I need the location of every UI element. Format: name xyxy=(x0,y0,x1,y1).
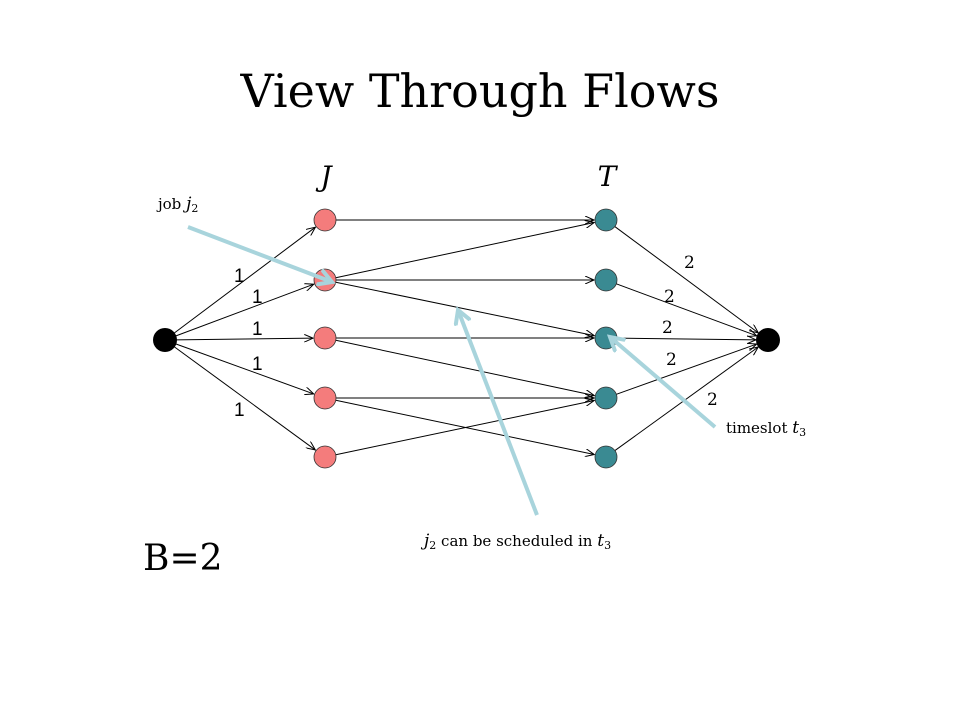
job-node-j3 xyxy=(313,326,337,350)
jobs-set-label: J xyxy=(315,160,333,193)
timeslot-pointer-arrow xyxy=(610,337,717,429)
edge-j2-t1 xyxy=(335,223,595,279)
edge-group xyxy=(173,220,759,456)
source-edge-j4 xyxy=(175,343,313,394)
timeslot-node-t4 xyxy=(594,386,618,410)
timeslot-node-t5 xyxy=(594,445,618,469)
page-title: View Through Flows xyxy=(240,64,720,118)
timeslot-node-t1 xyxy=(594,208,618,232)
job-node-j4 xyxy=(313,386,337,410)
source-edge-j5 xyxy=(173,346,315,449)
sink-edge-t4 xyxy=(616,344,756,395)
source-edge-j1 xyxy=(173,227,316,334)
sink-capacity-label: 2 xyxy=(684,253,695,273)
b-value-label: B=2 xyxy=(143,538,223,579)
sink-edge-t1 xyxy=(614,226,759,333)
sink-edge-t5 xyxy=(614,347,758,451)
timeslot-annotation: timeslot t3 xyxy=(726,418,806,439)
source-capacity-label: 1 xyxy=(252,319,263,340)
edge-j5-t4 xyxy=(335,400,594,456)
source-edge-j2 xyxy=(175,284,313,337)
sink-capacity-label: 2 xyxy=(664,287,675,307)
timeslot-node-t2 xyxy=(594,268,618,292)
schedule-pointer-arrow xyxy=(458,310,539,516)
source-capacity-label: 1 xyxy=(252,354,263,375)
source-capacity-label: 1 xyxy=(234,266,245,287)
job-annotation: job j2 xyxy=(156,194,198,215)
timeslots-set-label: T xyxy=(598,160,619,193)
source-capacity-label: 1 xyxy=(234,400,245,421)
sink-edge-t2 xyxy=(616,283,756,336)
job-pointer-arrow xyxy=(187,225,332,282)
job-node-j1 xyxy=(313,208,337,232)
source-edge-j3 xyxy=(175,338,313,340)
sink-capacity-label: 2 xyxy=(662,318,673,338)
source-node xyxy=(153,328,177,352)
sink-node xyxy=(756,328,780,352)
sink-capacity-label: 2 xyxy=(707,390,718,410)
schedule-annotation: j2 can be scheduled in t3 xyxy=(420,531,611,552)
source-capacity-label: 1 xyxy=(252,287,263,308)
edge-j3-t4 xyxy=(335,339,595,395)
sink-capacity-label: 2 xyxy=(666,350,677,370)
sink-edge-t3 xyxy=(616,338,756,340)
job-node-j5 xyxy=(313,445,337,469)
